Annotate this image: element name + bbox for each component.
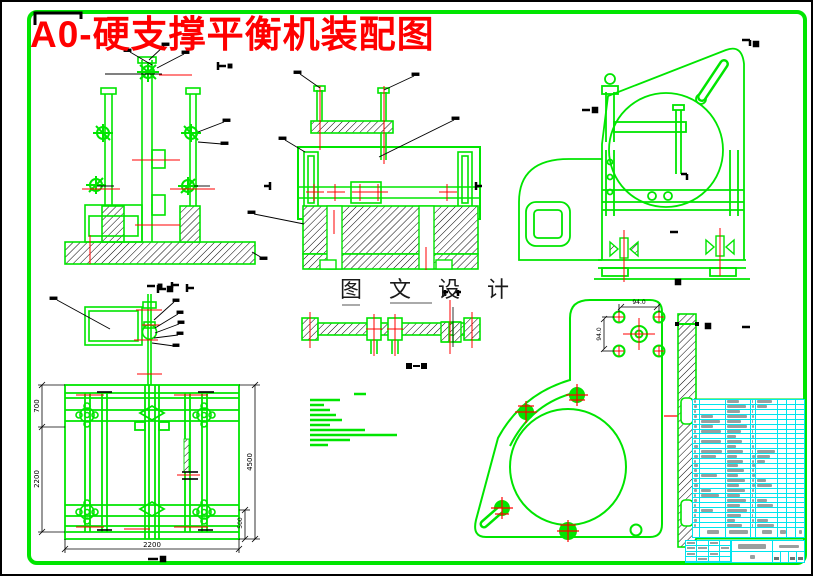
fastener-fragment (440, 290, 462, 354)
bom-row (693, 459, 804, 464)
handwheel-icons (86, 62, 201, 195)
bom-row (693, 429, 804, 435)
bom-row (693, 498, 804, 504)
bom-row (693, 424, 804, 430)
bom-row (693, 518, 804, 524)
bom-row (693, 473, 804, 479)
bom-row (693, 434, 804, 440)
bom-row (693, 493, 804, 499)
leader-lines (97, 42, 268, 289)
dim-2200-left: 2200 (33, 470, 41, 488)
view-front-elevation (64, 42, 268, 289)
bom-row (693, 409, 804, 415)
fold-mark (33, 11, 83, 25)
bom-row (693, 503, 804, 509)
dim-2200-bottom: 2200 (143, 541, 161, 549)
bom-table (692, 399, 805, 538)
dim-4500: 4500 (246, 453, 254, 471)
bom-row (693, 523, 804, 528)
dim-94-v: 94.0 (596, 327, 603, 341)
bom-row (693, 449, 804, 455)
bom-row (693, 513, 804, 519)
bom-row (693, 468, 804, 474)
title-block (685, 540, 805, 563)
view-side (518, 38, 760, 286)
bom-row (693, 419, 804, 425)
bolt-pattern: 94.0 94.0 (596, 299, 666, 358)
view-step-detail (310, 392, 397, 447)
bom-row (693, 444, 804, 450)
bom-row (693, 454, 804, 460)
bom-header-row (693, 527, 804, 537)
bom-row (693, 414, 804, 420)
title-block-right-grid (773, 541, 804, 562)
bom-row (693, 400, 804, 405)
title-block-left-grid (686, 541, 732, 562)
bom-row (693, 488, 804, 494)
bom-row (693, 478, 804, 484)
dim-94-h: 94.0 (632, 299, 646, 306)
drawing-title: A0-硬支撑平衡机装配图 (30, 14, 435, 55)
view-plate: 94.0 94.0 (440, 290, 750, 548)
bom-row (693, 483, 804, 489)
centerlines (82, 74, 215, 264)
dim-500: 500 (237, 517, 244, 529)
title-block-title-cell (732, 541, 773, 562)
bom-row (693, 508, 804, 514)
view-middle-section (247, 70, 482, 270)
bom-row (693, 439, 804, 445)
dim-700: 700 (33, 399, 41, 412)
plan-dimensions (38, 381, 260, 553)
view-horizontal-section (301, 302, 481, 369)
side-strip (675, 313, 699, 548)
view-plan: 700 2200 4500 500 2200 (33, 284, 260, 563)
view-detail-box (49, 294, 185, 385)
bom-row (693, 463, 804, 469)
bom-row (693, 404, 804, 410)
watermark-text: 图 文 设 计 (340, 278, 519, 303)
section-label (406, 363, 427, 369)
plan-wingnuts (75, 402, 216, 525)
